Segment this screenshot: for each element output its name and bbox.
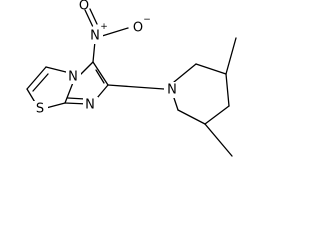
bond-nitro-n-o-single — [101, 27, 129, 37]
bond-nitro-n-o-double-b — [89, 8, 98, 25]
bond-c6-pipn — [107, 84, 165, 90]
bond-s-c7a — [45, 102, 66, 109]
atom-nitro-n: N — [90, 29, 100, 44]
bond-c3-c4 — [225, 73, 230, 107]
bond-c5-c6 — [92, 61, 109, 86]
bond-c3-methyl — [225, 37, 237, 75]
molecule-structure: N + O O − N N S N — [26, 0, 237, 157]
bond-c2-c3 — [195, 63, 227, 75]
atom-nitro-o-double: O — [79, 0, 89, 14]
atom-ring-sulfur: S — [36, 102, 44, 117]
atom-ring-n-imidazole: N — [85, 98, 95, 113]
charge-nitro-o: − — [143, 15, 151, 25]
atom-labels: N + O O − N N S N — [33, 0, 180, 117]
bond-c5-methyl — [204, 123, 233, 157]
bond-c6p-pipn — [173, 97, 179, 111]
bond-c5-c6-inner — [95, 69, 105, 84]
bond-nitro-n-c — [92, 40, 96, 63]
bond-pipn-c2 — [173, 63, 197, 83]
bond-c3-c2 — [26, 66, 47, 90]
bond-c4-c5 — [204, 105, 230, 125]
charge-nitro-n: + — [100, 22, 108, 32]
bond-c5-c6p — [177, 109, 206, 125]
atom-nitro-o-single: O — [133, 21, 143, 36]
bond-c3-c2-inner — [32, 73, 49, 92]
atom-piperidine-n: N — [167, 83, 177, 98]
bond-nitro-n-o-double-a — [84, 9, 94, 27]
bond-nimid-c7a-inner — [67, 97, 86, 100]
atom-ring-n-bridge: N — [68, 70, 78, 85]
structure-canvas: N + O O − N N S N — [26, 0, 237, 157]
